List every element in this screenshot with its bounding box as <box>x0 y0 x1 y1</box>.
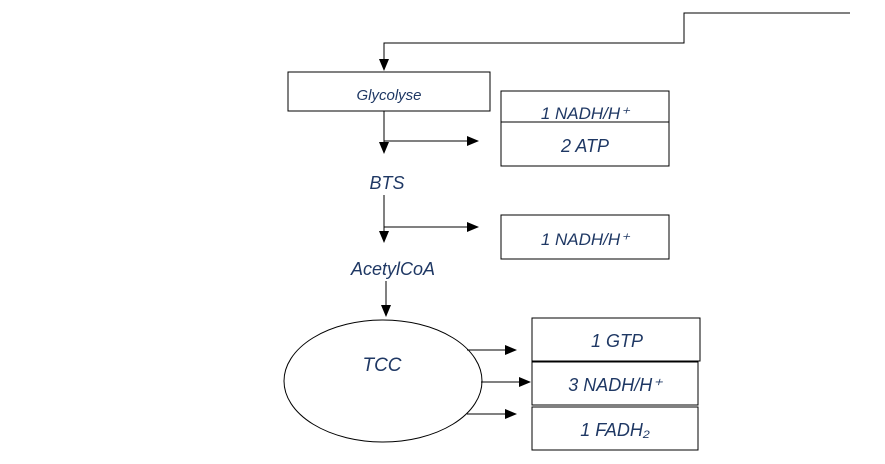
glycolysis-nadh-box <box>500 90 670 123</box>
input-connector-line <box>379 12 850 71</box>
tcc-gtp-label: 1 GTP <box>591 331 643 351</box>
bts-nadh-label: 1 NADH/H⁺ <box>541 230 631 249</box>
glycolysis-label: Glycolyse <box>356 87 421 104</box>
tcc-output-gtp: 1 GTP <box>531 317 701 362</box>
tcc-label: TCC <box>362 355 401 376</box>
acetylcoa-label: AcetylCoA <box>350 259 435 279</box>
bts-nadh-box <box>500 214 670 260</box>
tcc-output-nadh: 3 NADH/H⁺ <box>531 361 699 406</box>
tcc-nadh-box <box>531 361 699 406</box>
bts-label: BTS <box>369 173 404 193</box>
glycolysis-step: Glycolyse <box>287 71 491 112</box>
glycolysis-output-nadh: 1 NADH/H⁺ <box>500 90 670 123</box>
bts-output-nadh: 1 NADH/H⁺ <box>500 214 670 260</box>
glycolysis-atp-label: 2 ATP <box>560 136 609 156</box>
tcc-output-fadh2: 1 FADH₂ <box>531 406 699 451</box>
tcc-step: TCC <box>283 319 483 443</box>
glycolysis-box <box>287 71 491 112</box>
glycolysis-nadh-label: 1 NADH/H⁺ <box>541 104 631 123</box>
tcc-fadh2-label: 1 FADH₂ <box>580 420 650 440</box>
tcc-nadh-label: 3 NADH/H⁺ <box>568 375 663 395</box>
tcc-ellipse <box>283 319 483 443</box>
glycolysis-atp-box <box>500 121 670 167</box>
tcc-gtp-box <box>531 317 701 362</box>
tcc-fadh2-box <box>531 406 699 451</box>
glycolysis-output-atp: 2 ATP <box>500 121 670 167</box>
